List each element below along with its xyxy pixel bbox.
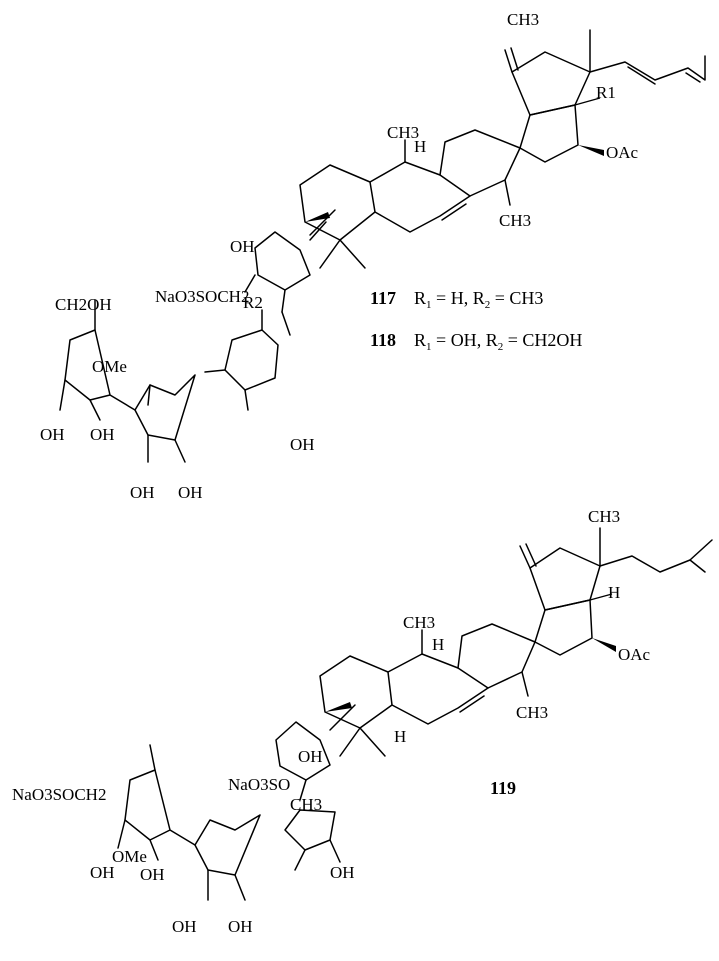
label-119-ch3-a: CH3 [403, 613, 435, 632]
label-119-oh3: OH [330, 863, 355, 882]
label-ch2oh: CH2OH [55, 295, 112, 314]
legend-row-118: 118 R1 = OH, R2 = CH2OH [370, 330, 582, 353]
legend-row-117: 117 R1 = H, R2 = CH3 [370, 288, 543, 311]
label-119-h-side: H [608, 583, 620, 602]
label-oh4: OH [130, 483, 155, 502]
label-119-h-a: H [432, 635, 444, 654]
label-119-h-b: H [394, 727, 406, 746]
label-119-sulfate-b: NaO3SOCH2 [12, 785, 106, 804]
structure-117-118: CH3 R1 OAc CH3 H CH3 OH NaO3SOCH2 R2 CH2… [40, 10, 706, 502]
label-119-sugar1-oh: OH [298, 747, 323, 766]
label-ome: OMe [92, 357, 127, 376]
label-119-sulfate-a: NaO3SO [228, 775, 290, 794]
label-119-oh5: OH [228, 917, 253, 936]
label-oh3: OH [290, 435, 315, 454]
label-119-ch3-sugar: CH3 [290, 795, 322, 814]
label-119-oac: OAc [618, 645, 651, 664]
label-r2: R2 [243, 293, 263, 312]
label-119-ome: OMe [112, 847, 147, 866]
label-ch3-b: CH3 [499, 211, 531, 230]
label-r1: R1 [596, 83, 616, 102]
label-119-oh4: OH [172, 917, 197, 936]
label-ch3-a: CH3 [387, 123, 419, 142]
label-119-oh1: OH [90, 863, 115, 882]
label-119-ch3-top: CH3 [588, 507, 620, 526]
label-sulfate: NaO3SOCH2 [155, 287, 249, 306]
label-oh2: OH [90, 425, 115, 444]
compound-number-119: 119 [490, 778, 516, 798]
label-oac: OAc [606, 143, 639, 162]
label-h-a: H [414, 137, 426, 156]
label-ch3-top: CH3 [507, 10, 539, 29]
label-oh1: OH [40, 425, 65, 444]
label-119-oh2: OH [140, 865, 165, 884]
label-119-ch3-b: CH3 [516, 703, 548, 722]
structure-119: CH3 H OAc CH3 H H CH3 OH NaO3SO NaO3SOCH… [12, 507, 713, 936]
label-sugar1-oh: OH [230, 237, 255, 256]
label-oh5: OH [178, 483, 203, 502]
